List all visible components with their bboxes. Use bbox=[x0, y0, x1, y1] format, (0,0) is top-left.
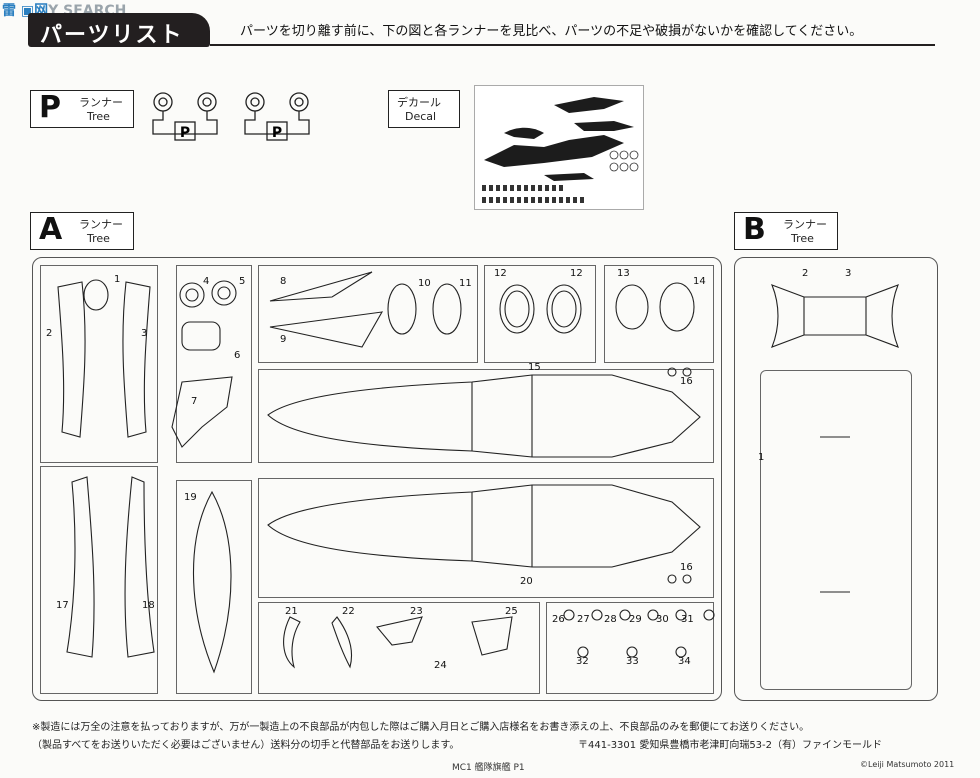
cell-a-12 bbox=[484, 265, 596, 363]
footer-note-line2: （製品すべてをお送りいただく必要はございません）送料分の切手と代替部品をお送りし… bbox=[32, 740, 460, 751]
part-num-a14: 14 bbox=[693, 276, 706, 287]
cell-a-4-7 bbox=[176, 265, 252, 463]
part-num-a13: 13 bbox=[617, 268, 630, 279]
part-num-a5: 5 bbox=[239, 276, 246, 287]
part-num-a16-second: 16 bbox=[680, 562, 693, 573]
part-num-a21: 21 bbox=[285, 606, 298, 617]
decal-en: Decal bbox=[405, 110, 437, 123]
part-num-a2: 2 bbox=[46, 328, 53, 339]
part-num-a8: 8 bbox=[280, 276, 287, 287]
tree-p-letter: P bbox=[39, 90, 61, 125]
title-underline bbox=[210, 44, 935, 46]
page-title: パーツリスト bbox=[40, 23, 184, 48]
p-part-letter-1: P bbox=[180, 125, 190, 141]
cell-b-1 bbox=[760, 370, 912, 690]
tree-a-letter: A bbox=[39, 212, 63, 247]
part-num-a18: 18 bbox=[142, 600, 155, 611]
cell-a-1-3 bbox=[40, 265, 158, 463]
tree-a-en: Tree bbox=[87, 232, 110, 245]
copyright-text: ©Leiji Matsumoto 2011 bbox=[860, 760, 955, 769]
tree-a-jp: ランナー bbox=[79, 218, 123, 231]
part-num-a12-first: 12 bbox=[494, 268, 507, 279]
part-num-a7: 7 bbox=[191, 396, 198, 407]
part-num-a28: 28 bbox=[604, 614, 617, 625]
cell-a-26-34 bbox=[546, 602, 714, 694]
part-num-a26: 26 bbox=[552, 614, 565, 625]
cell-a-15 bbox=[258, 369, 714, 463]
tree-b-frame bbox=[734, 257, 938, 701]
part-num-a30: 30 bbox=[656, 614, 669, 625]
part-num-a20: 20 bbox=[520, 576, 533, 587]
part-num-a31: 31 bbox=[681, 614, 694, 625]
instruction-text: パーツを切り離す前に、下の図と各ランナーを見比べ、パーツの不足や破損がないかを確… bbox=[240, 24, 863, 39]
part-num-a17: 17 bbox=[56, 600, 69, 611]
part-num-a16-first: 16 bbox=[680, 376, 693, 387]
part-num-a23: 23 bbox=[410, 606, 423, 617]
part-num-a22: 22 bbox=[342, 606, 355, 617]
part-num-a33: 33 bbox=[626, 656, 639, 667]
part-num-a25: 25 bbox=[505, 606, 518, 617]
tree-b-parts-drawing bbox=[771, 284, 899, 593]
cell-a-13-14 bbox=[604, 265, 714, 363]
tree-b-jp: ランナー bbox=[783, 218, 827, 231]
tree-b-label: B ランナー Tree bbox=[734, 212, 838, 250]
decal-label: デカール Decal bbox=[388, 90, 460, 128]
part-num-a24: 24 bbox=[434, 660, 447, 671]
decal-jp: デカール bbox=[397, 96, 441, 109]
cell-a-20 bbox=[258, 478, 714, 598]
part-num-a6: 6 bbox=[234, 350, 241, 361]
cell-a-17-18 bbox=[40, 466, 158, 694]
tree-a-parts-drawing bbox=[57, 271, 715, 674]
part-num-a19: 19 bbox=[184, 492, 197, 503]
page-reference: MC1 艦隊旗艦 P1 bbox=[452, 763, 525, 773]
tree-p-en: Tree bbox=[87, 110, 110, 123]
part-num-a10: 10 bbox=[418, 278, 431, 289]
part-num-a12-second: 12 bbox=[570, 268, 583, 279]
tree-a-label: A ランナー Tree bbox=[30, 212, 134, 250]
part-num-a32: 32 bbox=[576, 656, 589, 667]
tree-b-en: Tree bbox=[791, 232, 814, 245]
cell-a-8-11 bbox=[258, 265, 478, 363]
part-num-a3: 3 bbox=[141, 328, 148, 339]
footer-note-line1: ※製造には万全の注意を払っておりますが、万が一製造上の不良部品が内包した際はご購… bbox=[32, 722, 810, 733]
part-num-a27: 27 bbox=[577, 614, 590, 625]
tree-p-label: P ランナー Tree bbox=[30, 90, 134, 128]
cell-a-19 bbox=[176, 480, 252, 694]
p-parts-drawing: P P bbox=[152, 92, 310, 141]
part-num-a34: 34 bbox=[678, 656, 691, 667]
title-banner bbox=[28, 13, 210, 47]
tree-p-jp: ランナー bbox=[79, 96, 123, 109]
p-part-letter-2: P bbox=[272, 125, 282, 141]
part-num-a4: 4 bbox=[203, 276, 210, 287]
part-num-a29: 29 bbox=[629, 614, 642, 625]
tree-a-frame bbox=[32, 257, 722, 701]
part-num-a1: 1 bbox=[114, 274, 121, 285]
part-num-a15: 15 bbox=[528, 362, 541, 373]
decal-sheet-image bbox=[474, 85, 644, 210]
part-num-b1: 1 bbox=[758, 452, 765, 463]
part-num-b2: 2 bbox=[802, 268, 809, 279]
part-num-a11: 11 bbox=[459, 278, 472, 289]
tree-b-letter: B bbox=[743, 212, 766, 247]
part-num-a9: 9 bbox=[280, 334, 287, 345]
part-num-b3: 3 bbox=[845, 268, 852, 279]
cell-a-21-25 bbox=[258, 602, 540, 694]
footer-address: 〒441-3301 愛知県豊橋市老津町向瑞53-2（有）ファインモールド bbox=[578, 740, 883, 751]
